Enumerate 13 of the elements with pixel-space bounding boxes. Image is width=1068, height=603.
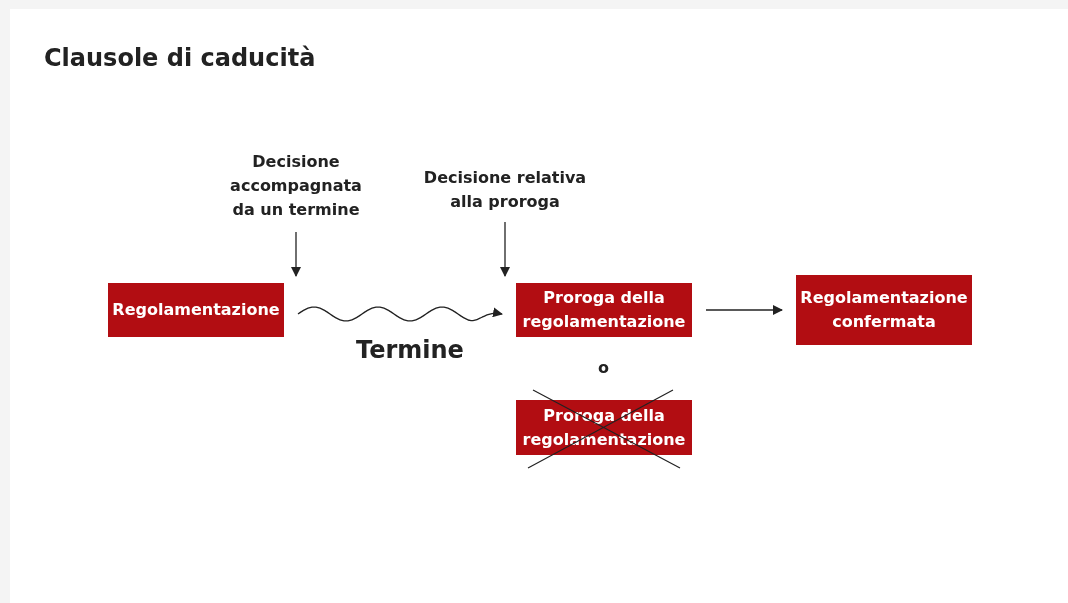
arrow xyxy=(291,231,301,277)
arrow xyxy=(500,221,510,277)
wavy-arrow xyxy=(297,306,503,322)
connector-word: o xyxy=(598,358,609,377)
diagram-title: Clausole di caducità xyxy=(44,44,316,72)
process-box: Regolamentazione xyxy=(108,283,284,337)
annotation-text: Decisione accompagnata da un termine xyxy=(226,146,366,226)
arrow xyxy=(705,305,783,315)
edge-label: Termine xyxy=(356,336,464,364)
crossed-out-box: Proroga della regolamentazione xyxy=(516,400,692,455)
annotation-text: Decisione relativa alla proroga xyxy=(415,164,595,216)
process-box: Proroga della regolamentazione xyxy=(516,283,692,337)
process-box: Regolamentazione confermata xyxy=(796,275,972,345)
